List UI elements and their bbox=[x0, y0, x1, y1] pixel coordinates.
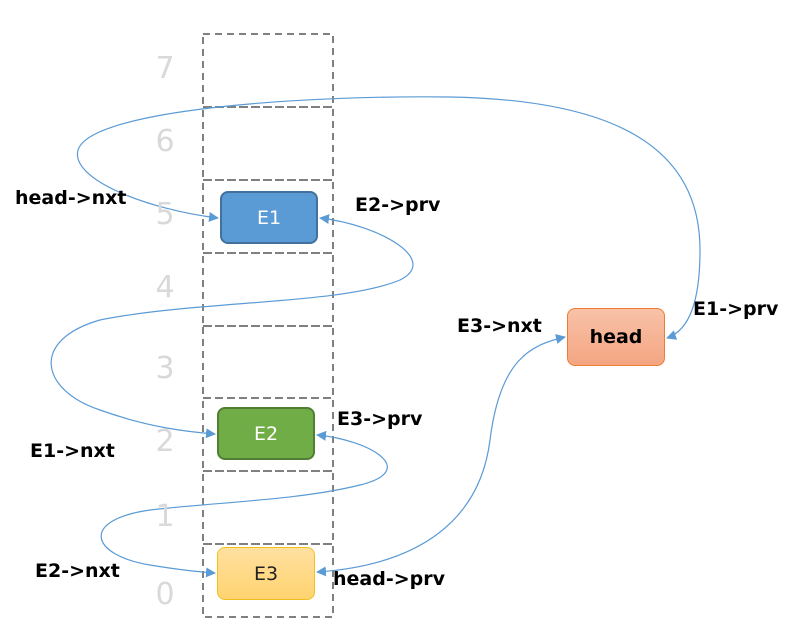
label-e1-prv: E1->prv bbox=[693, 298, 779, 320]
label-e3-nxt: E3->nxt bbox=[457, 315, 542, 337]
index-2: 2 bbox=[155, 424, 175, 459]
index-4: 4 bbox=[155, 270, 175, 305]
index-0: 0 bbox=[155, 577, 175, 612]
index-6: 6 bbox=[155, 124, 175, 159]
node-e3: E3 bbox=[217, 547, 315, 600]
node-e1: E1 bbox=[220, 191, 318, 244]
node-e2: E2 bbox=[217, 407, 315, 460]
index-5: 5 bbox=[155, 197, 175, 232]
cell-3 bbox=[202, 325, 334, 399]
index-7: 7 bbox=[155, 51, 175, 86]
link-e3-head bbox=[316, 334, 566, 577]
memory-cells bbox=[202, 33, 334, 618]
cell-1 bbox=[202, 470, 334, 545]
index-3: 3 bbox=[155, 351, 175, 386]
node-head: head bbox=[567, 308, 665, 366]
cell-4 bbox=[202, 252, 334, 327]
label-head-prv: head->prv bbox=[333, 568, 445, 590]
label-head-nxt: head->nxt bbox=[15, 187, 127, 209]
link-e1-e2 bbox=[50, 214, 414, 439]
label-e3-prv: E3->prv bbox=[337, 408, 423, 430]
label-e2-nxt: E2->nxt bbox=[35, 560, 120, 582]
label-e2-prv: E2->prv bbox=[355, 194, 441, 216]
cell-6 bbox=[202, 106, 334, 181]
link-head-e1 bbox=[76, 96, 701, 340]
label-e1-nxt: E1->nxt bbox=[30, 440, 115, 462]
cell-7 bbox=[202, 33, 334, 108]
index-1: 1 bbox=[155, 499, 175, 534]
